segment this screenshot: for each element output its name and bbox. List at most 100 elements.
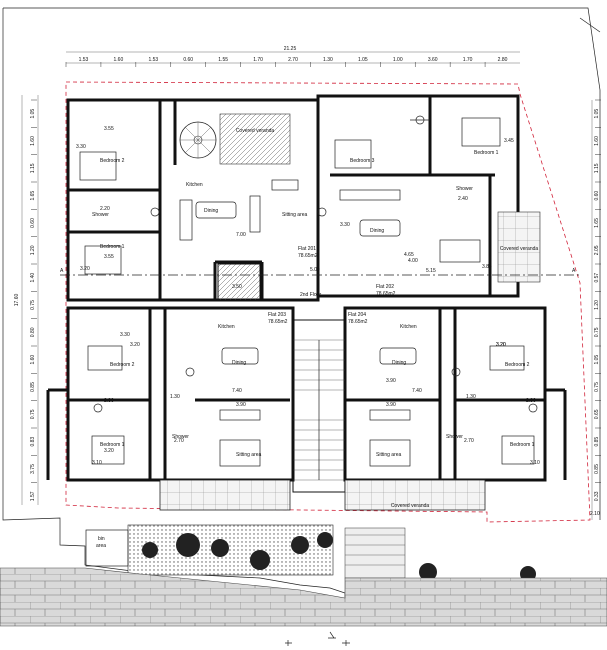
right-dim-4: 1.65 [594, 218, 600, 228]
dim-320b: 3.20 [130, 342, 140, 348]
left-dim-6: 1.40 [30, 273, 36, 283]
dim-330c: 3.30 [120, 332, 130, 338]
left-dim-3: 1.65 [30, 191, 36, 201]
covered-veranda-bottom-label: Covered veranda [391, 503, 430, 509]
upper-floor-walls [66, 94, 520, 302]
room-shower-tr: Shower [456, 186, 473, 192]
left-dim-10: 0.85 [30, 382, 36, 392]
left-dim-7: 0.75 [30, 300, 36, 310]
dim-310a: 3.10 [92, 460, 102, 466]
right-dim-11: 0.65 [594, 409, 600, 419]
top-dim-6: 2.70 [288, 57, 298, 63]
dim-280b: 2.80 [526, 398, 536, 404]
room-sitting-top: Sitting area [282, 212, 308, 218]
upper-furniture [79, 115, 501, 275]
dim-355a: 3.55 [104, 126, 114, 132]
room-kitchen-bl: Kitchen [218, 324, 235, 330]
dim-350: 3.50 [232, 284, 242, 290]
lower-furniture [87, 345, 538, 467]
room-shower-bl: Shower [172, 434, 189, 440]
covered-veranda-right-tiles [497, 211, 541, 283]
front-veranda-left [159, 479, 291, 511]
dim-390b: 3.90 [386, 378, 396, 384]
right-dim-6: 0.57 [594, 273, 600, 283]
garden-trees [142, 532, 536, 582]
bin-area-line2: area [96, 543, 106, 549]
dim-310b: 3.10 [530, 460, 540, 466]
dim-240: 2.40 [458, 196, 468, 202]
room-bedroom3-tc: Bedroom 3 [350, 158, 375, 164]
right-dim-12: 0.85 [594, 437, 600, 447]
right-dim-14: 0.33 [594, 491, 600, 501]
building-line [65, 81, 591, 523]
right-dim-7: 1.20 [594, 300, 600, 310]
left-dim-2: 1.15 [30, 163, 36, 173]
room-bedroom2-tl: Bedroom 2 [100, 158, 125, 164]
right-dim-8: 0.75 [594, 327, 600, 337]
room-sitting-bl: Sitting area [236, 452, 262, 458]
pavement [0, 567, 607, 627]
left-dim-11: 0.75 [30, 409, 36, 419]
right-dim-2: 1.15 [594, 163, 600, 173]
room-kitchen-top: Kitchen [186, 182, 203, 188]
dim-400: 4.00 [408, 258, 418, 264]
dim-345: 3.45 [504, 138, 514, 144]
dim-130b: 1.30 [466, 394, 476, 400]
top-dim-11: 1.70 [463, 57, 473, 63]
top-dim-7: 1.30 [323, 57, 333, 63]
dim-355b: 3.55 [104, 254, 114, 260]
right-dimension-chain: 1.051.601.150.601.652.050.571.200.751.05… [590, 99, 601, 520]
top-dim-1: 1.60 [114, 57, 124, 63]
room-bedroom1-br: Bedroom 1 [510, 442, 535, 448]
dim-390a: 3.90 [236, 402, 246, 408]
top-dim-12: 2.80 [498, 57, 508, 63]
right-dim-10: 0.75 [594, 382, 600, 392]
covered-veranda-top-hatch [219, 113, 291, 165]
dim-320c: 3.20 [496, 342, 506, 348]
top-dim-9: 1.00 [393, 57, 403, 63]
room-dining-top-c: Dining [370, 228, 384, 234]
right-dim-1: 1.60 [594, 136, 600, 146]
flat204-label: Flat 204 [348, 312, 366, 318]
flat201-area: 78.65m2 [298, 253, 318, 259]
top-dim-2: 1.53 [148, 57, 158, 63]
room-bedroom1-tr: Bedroom 1 [474, 150, 499, 156]
section-a-right: A [572, 268, 576, 274]
front-veranda-right [344, 479, 486, 511]
room-dining-bl: Dining [232, 360, 246, 366]
dim-740b: 7.40 [412, 388, 422, 394]
left-dim-8: 0.80 [30, 327, 36, 337]
bin-area-label: bin area [96, 536, 106, 549]
overall-width: 21.25 [284, 46, 297, 52]
stair-core [217, 263, 261, 301]
flat203-label: Flat 203 [268, 312, 286, 318]
right-dim-5: 2.05 [594, 245, 600, 255]
dim-700: 7.00 [236, 232, 246, 238]
second-floor-label: 2nd Floor [300, 292, 321, 298]
dim-320d: 3.20 [104, 448, 114, 454]
dim-130a: 1.30 [170, 394, 180, 400]
room-bedroom2-bl: Bedroom 2 [110, 362, 135, 368]
overall-height: 17.60 [14, 294, 20, 307]
covered-veranda-right-label: Covered veranda [500, 246, 539, 252]
room-shower-br: Shower [446, 434, 463, 440]
dim-220: 2.20 [100, 206, 110, 212]
side-path [344, 527, 406, 579]
room-dining-top-l: Dining [204, 208, 218, 214]
top-dim-8: 1.05 [358, 57, 368, 63]
bottom-markers [285, 631, 350, 646]
bin-area [85, 529, 129, 567]
left-dim-12: 0.83 [30, 437, 36, 447]
dim-385: 3.85 [482, 264, 492, 270]
left-dim-13: 3.75 [30, 464, 36, 474]
room-labels: Bedroom 2 Bedroom 1 Bedroom 3 Bedroom 1 … [92, 150, 535, 458]
room-dining-br: Dining [392, 360, 406, 366]
room-bedroom1-bl: Bedroom 1 [100, 442, 125, 448]
right-dim-0: 1.05 [594, 109, 600, 119]
dim-740a: 7.40 [232, 388, 242, 394]
dim-270a: 2.70 [174, 438, 184, 444]
right-dim-13: 0.85 [594, 464, 600, 474]
room-shower-tl: Shower [92, 212, 109, 218]
left-dim-5: 1.20 [30, 245, 36, 255]
